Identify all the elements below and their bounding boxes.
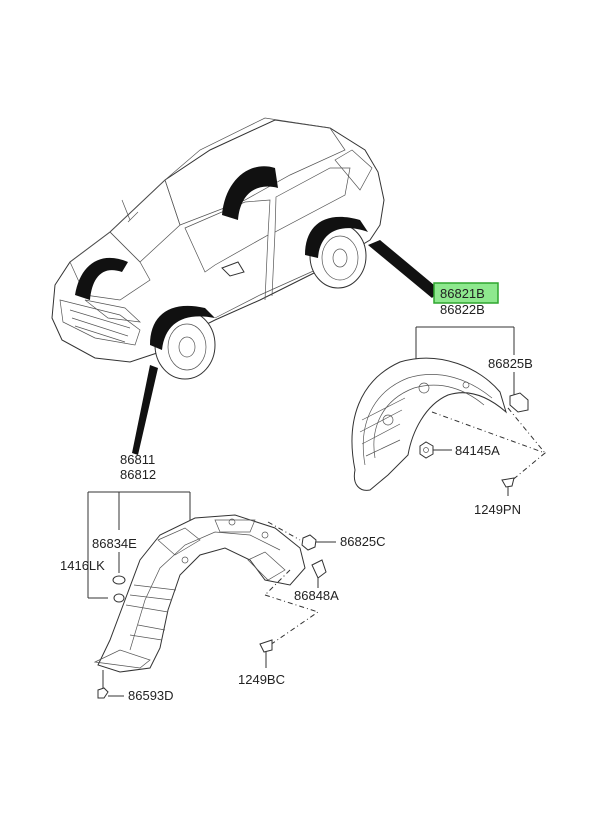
label-84145A[interactable]: 84145A <box>455 443 500 458</box>
rear-screw-icon <box>501 477 515 488</box>
label-86812[interactable]: 86812 <box>120 467 156 482</box>
rear-leader-wedge <box>368 240 440 298</box>
front-bolt-icon <box>97 687 109 699</box>
label-1249BC[interactable]: 1249BC <box>238 672 285 687</box>
label-86822B[interactable]: 86822B <box>440 302 485 317</box>
label-86593D[interactable]: 86593D <box>128 688 174 703</box>
rear-wheel-liner <box>351 357 507 491</box>
front-fastener-lk-icon <box>113 593 125 603</box>
front-screw-icon <box>259 639 273 653</box>
front-clip-c-icon <box>301 534 317 551</box>
label-86825C[interactable]: 86825C <box>340 534 386 549</box>
rear-nut-icon <box>419 441 434 459</box>
rear-clip-icon <box>509 392 529 413</box>
label-86825B[interactable]: 86825B <box>488 356 533 371</box>
rear-wheel-liner-group: 86821B 86822B 86825B 84145A 1249PN <box>351 282 546 517</box>
front-wheel-liner <box>97 514 306 673</box>
vehicle-illustration <box>51 117 440 455</box>
front-wheel-liner-group: 86811 86812 86834E 1416LK 86825C 86848A <box>60 452 386 703</box>
label-1249PN[interactable]: 1249PN <box>474 502 521 517</box>
label-86834E[interactable]: 86834E <box>92 536 137 551</box>
part-number-highlight[interactable] <box>433 282 499 304</box>
front-leader-wedge <box>132 365 158 455</box>
front-fastener-e-icon <box>112 575 126 585</box>
label-86821B[interactable]: 86821B <box>440 286 485 301</box>
label-86811[interactable]: 86811 <box>120 452 155 467</box>
label-86848A[interactable]: 86848A <box>294 588 339 603</box>
label-1416LK[interactable]: 1416LK <box>60 558 105 573</box>
front-bracket-icon <box>311 559 327 579</box>
